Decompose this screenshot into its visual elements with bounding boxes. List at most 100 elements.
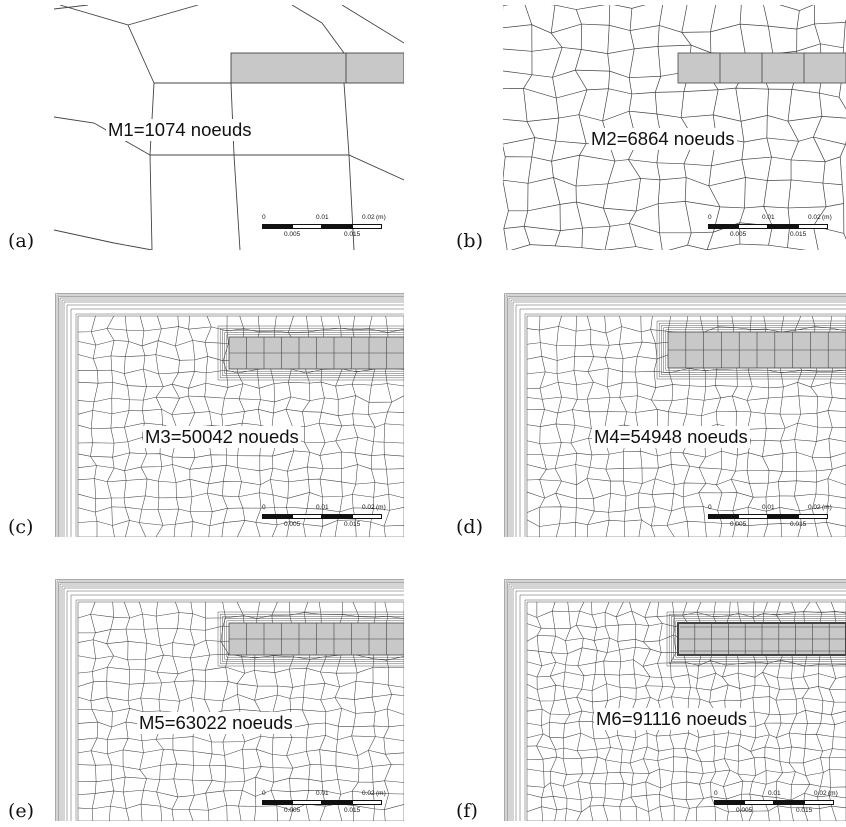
mesh-edge (574, 9, 588, 248)
scale-tick-0015: 0.015 (344, 231, 361, 238)
mesh-edge (586, 315, 595, 537)
mesh-edge (505, 154, 841, 167)
mesh-edge (576, 601, 585, 821)
scale-tick-0: 0 (714, 790, 718, 797)
mesh-edge (526, 671, 846, 679)
mesh-svg-d (504, 293, 846, 537)
mesh-edge (538, 315, 547, 537)
mesh-svg-c (55, 293, 404, 537)
scale-tick-0005: 0.005 (736, 807, 753, 814)
mesh-edge (204, 315, 213, 537)
mesh-edge (526, 696, 846, 703)
scale-tick-0005: 0.005 (730, 521, 747, 528)
scale-segment-white (352, 514, 382, 519)
mesh-edge (619, 315, 627, 537)
scale-bar-a: 0 0.01 0.02 (m) 0.005 0.015 (262, 214, 388, 246)
mesh-edge (706, 5, 721, 250)
mesh-edge (759, 5, 774, 246)
scale-tick-0: 0 (262, 214, 266, 221)
mesh-edge (838, 19, 846, 240)
mesh-edge (106, 601, 115, 821)
mesh-edge (106, 315, 115, 537)
mesh-edge (138, 315, 148, 537)
mesh-edge (526, 744, 846, 752)
scale-segment-white (352, 800, 382, 805)
mesh-edge (77, 748, 404, 757)
scale-tick-0: 0 (262, 790, 266, 797)
mesh-edge (503, 22, 846, 34)
scale-segment-black (322, 224, 352, 229)
scale-segment-white (292, 514, 322, 519)
mesh-edge (526, 450, 846, 458)
scale-segment-black (768, 224, 798, 229)
scale-tick-001: 0.01 (316, 504, 329, 511)
scale-tick-002: 0.02 (362, 214, 375, 221)
scale-bar-c: 0 0.01 0.02 (m) 0.005 0.015 (262, 504, 388, 536)
mesh-edge (503, 5, 814, 12)
mesh-edge (628, 8, 641, 247)
mesh-block-a (230, 52, 404, 84)
mesh-edge (77, 776, 404, 783)
node-count-label-d: M4=54948 noeuds (592, 426, 750, 448)
mesh-edge (526, 732, 846, 740)
scale-bar-f: 0 0.01 0.02 (m) 0.005 0.015 (714, 790, 840, 822)
scale-segment-white (798, 514, 828, 519)
mesh-edge (90, 315, 99, 537)
scale-segment-black (262, 800, 292, 805)
scale-bar-e: 0 0.01 0.02 (m) 0.005 0.015 (262, 790, 388, 822)
mesh-svg-b (503, 5, 846, 250)
scale-unit: (m) (376, 504, 386, 511)
mesh-edge (680, 5, 695, 246)
scale-segment-white (798, 224, 828, 229)
mesh-edge (77, 694, 404, 702)
scale-unit: (m) (376, 214, 386, 221)
scale-bar-b: 0 0.01 0.02 (m) 0.005 0.015 (708, 214, 834, 246)
scale-tick-001: 0.01 (762, 504, 775, 511)
mesh-edge (562, 601, 571, 821)
node-count-label-b: M2=6864 noeuds (589, 128, 737, 150)
scale-unit: (m) (828, 790, 838, 797)
mesh-edge (503, 110, 846, 122)
scale-segment-white (292, 800, 322, 805)
scale-tick-0015: 0.015 (344, 521, 361, 528)
scale-segment-white (738, 514, 768, 519)
scale-tick-001: 0.01 (762, 214, 775, 221)
mesh-edge (526, 367, 846, 375)
scale-segment-black (714, 800, 744, 805)
scale-tick-0: 0 (262, 504, 266, 511)
scale-tick-0015: 0.015 (790, 231, 807, 238)
scale-unit: (m) (822, 504, 832, 511)
scale-tick-002: 0.02 (362, 504, 375, 511)
mesh-view-d (503, 292, 846, 537)
mesh-edge (77, 666, 404, 675)
mesh-edge (549, 601, 558, 821)
scale-tick-001: 0.01 (768, 790, 781, 797)
mesh-edge (812, 5, 827, 250)
scale-tick-002: 0.02 (362, 790, 375, 797)
node-count-label-a: M1=1074 noeuds (106, 119, 254, 141)
scale-segment-white (352, 224, 382, 229)
mesh-edge (503, 43, 844, 56)
scale-tick-0015: 0.015 (344, 807, 361, 814)
panel-letter-f: (f) (456, 800, 478, 822)
node-count-label-e: M5=63022 noeuds (137, 712, 295, 734)
scale-tick-0005: 0.005 (284, 807, 301, 814)
mesh-edge (735, 5, 747, 245)
scale-unit: (m) (376, 790, 386, 797)
mesh-edge (503, 5, 509, 250)
scale-segment-white (804, 800, 834, 805)
scale-segment-black (708, 224, 738, 229)
mesh-edge (787, 10, 800, 248)
mesh-edge (122, 601, 131, 821)
mesh-edge (510, 243, 807, 250)
mesh-edge (123, 315, 131, 537)
scale-tick-0005: 0.005 (284, 231, 301, 238)
mesh-edge (526, 478, 846, 486)
panel-letter-c: (c) (8, 516, 34, 538)
scale-tick-002: 0.02 (814, 790, 827, 797)
panel-letter-d: (d) (456, 516, 483, 538)
mesh-edge (503, 87, 840, 99)
mesh-edge (220, 601, 229, 821)
node-count-label-c: M3=50042 noueds (143, 426, 301, 448)
panel-letter-a: (a) (8, 230, 35, 252)
